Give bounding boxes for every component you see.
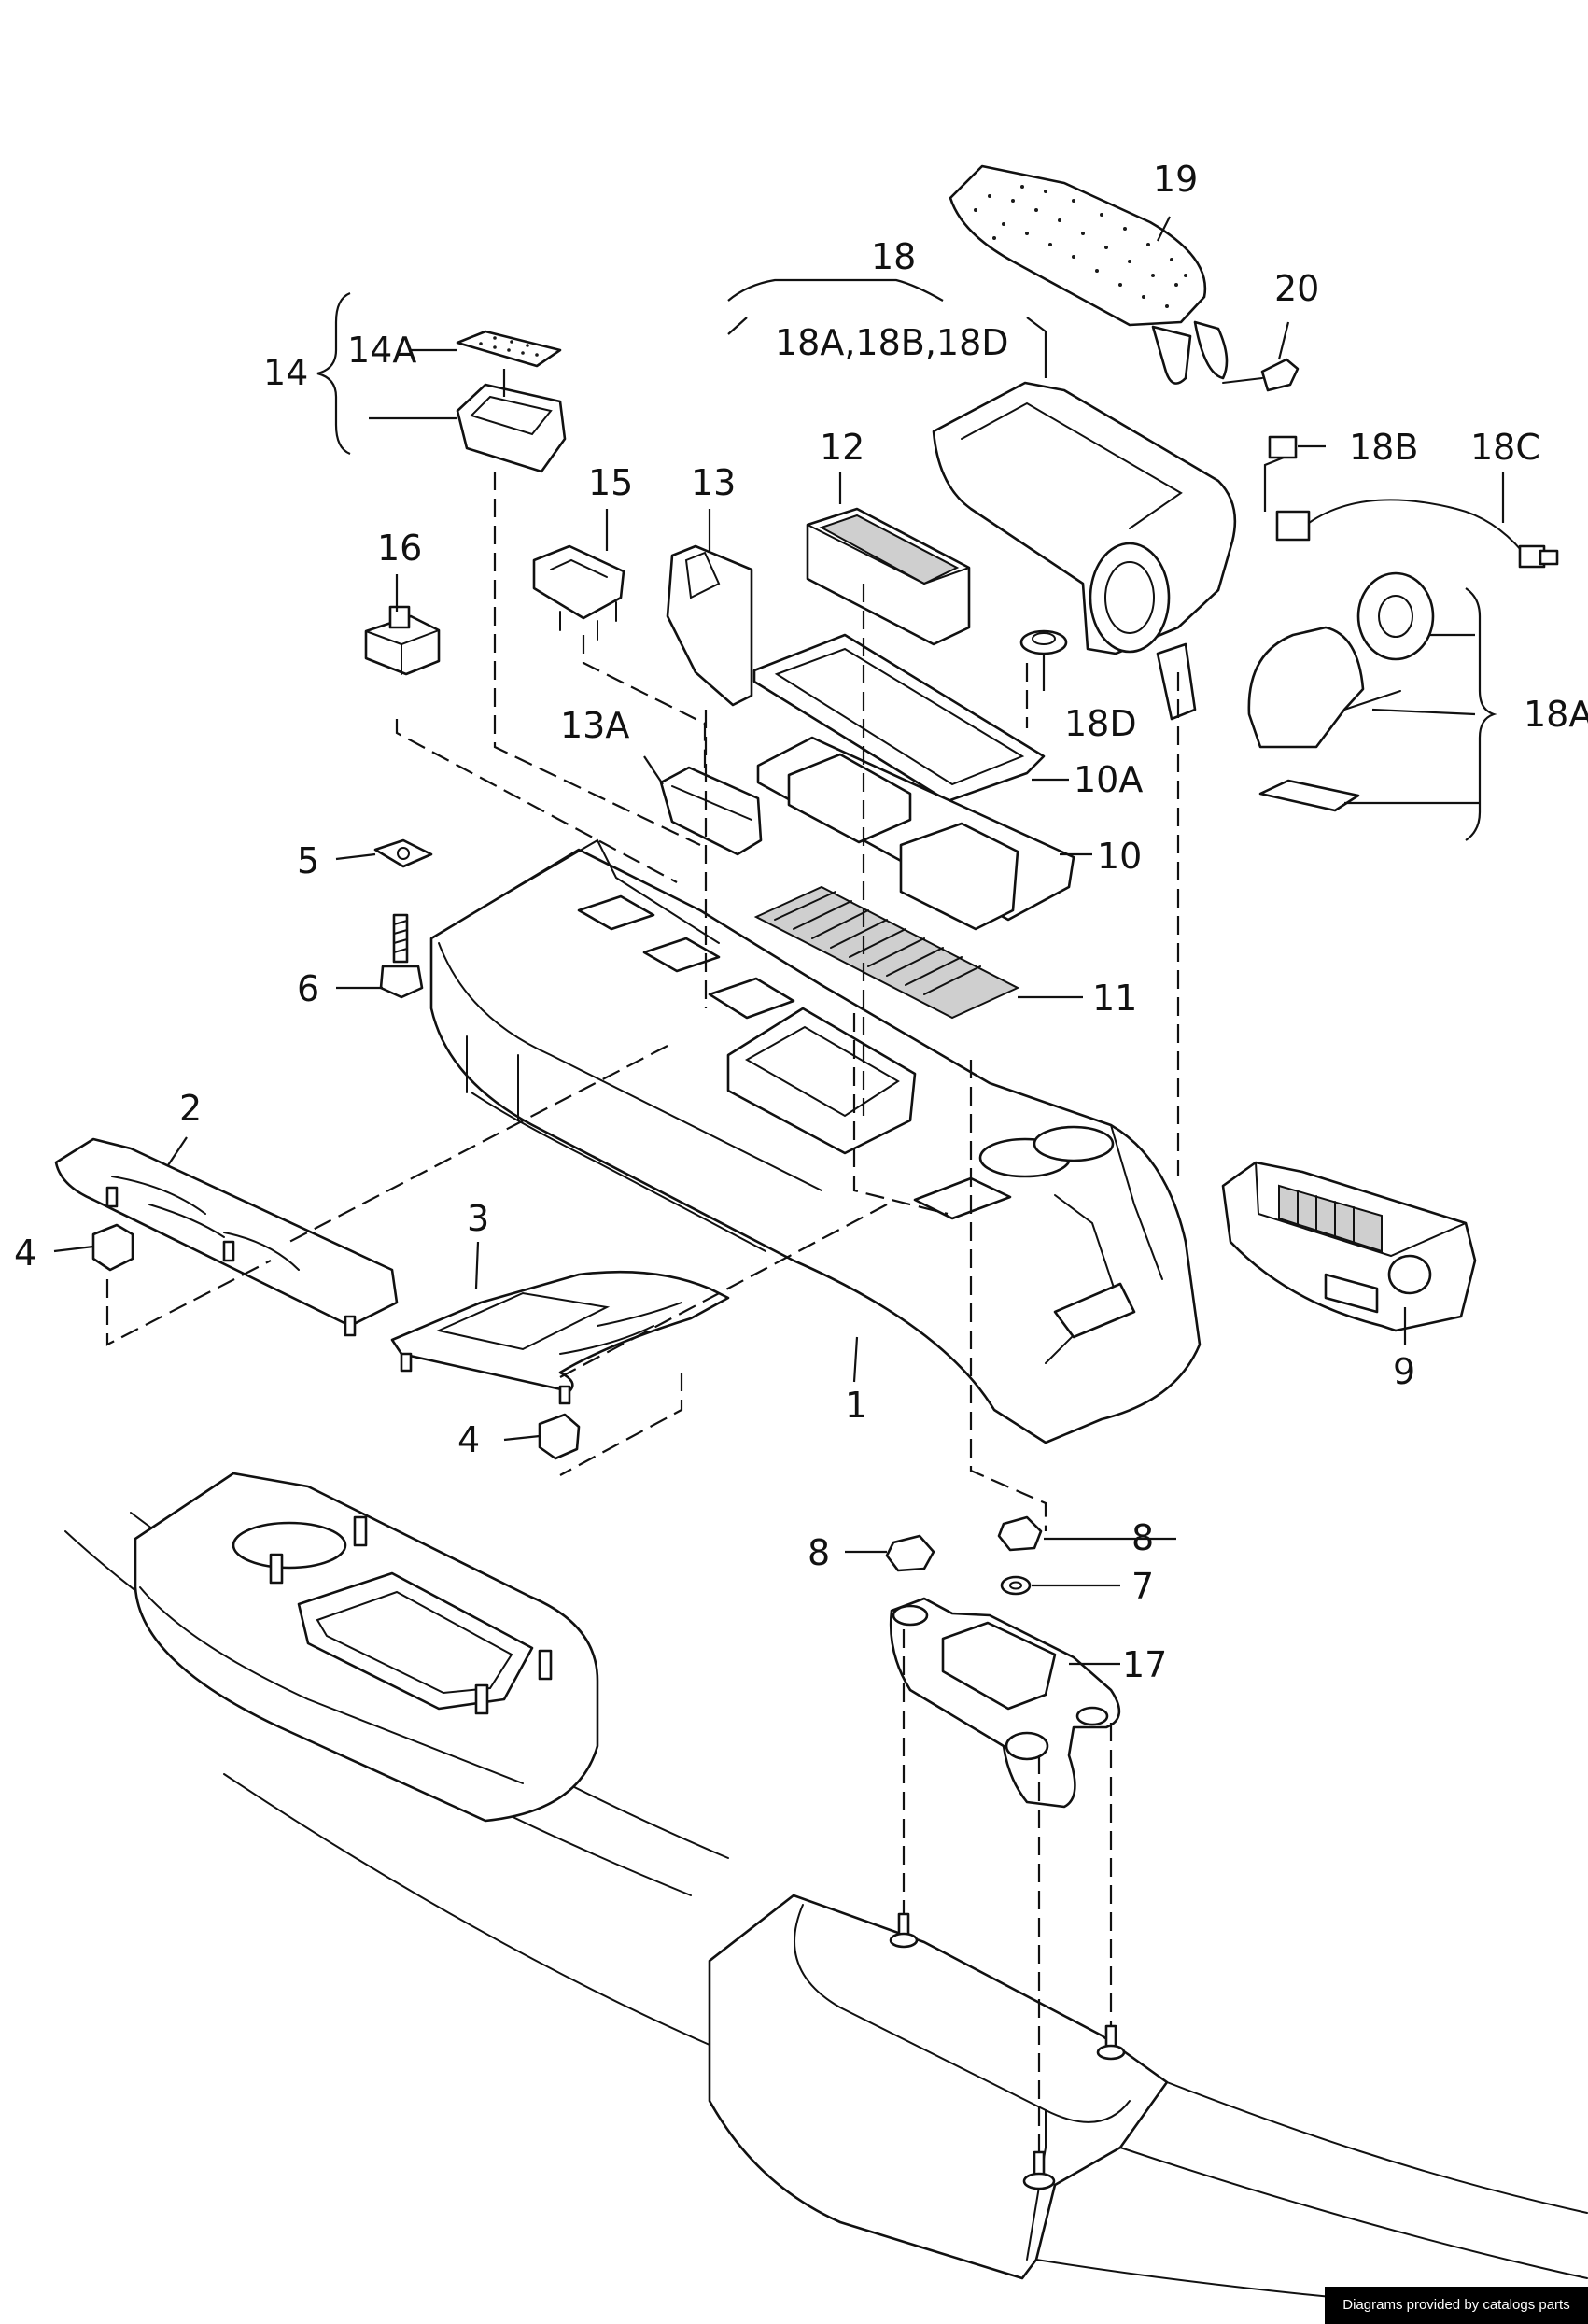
leader-lines (53, 216, 1505, 1666)
storage-tray (806, 507, 971, 646)
air-vent (1221, 1161, 1477, 1332)
connector (1268, 435, 1311, 542)
callout-19: 19 (1153, 159, 1198, 200)
callout-17: 17 (1122, 1644, 1167, 1685)
cup-holder (666, 544, 753, 707)
callout-14a: 14A (347, 330, 416, 371)
armrest-assembly (932, 381, 1237, 721)
push-button (364, 605, 441, 676)
clip-upper (91, 1223, 134, 1272)
ashtray-insert (456, 330, 562, 368)
callout-4-upper: 4 (14, 1232, 36, 1274)
stud-left (889, 1912, 919, 1949)
callout-1: 1 (845, 1385, 867, 1426)
callout-18c: 18C (1470, 427, 1540, 468)
washer (1000, 1575, 1032, 1596)
callout-18a: 18A (1524, 694, 1588, 735)
callout-20: 20 (1274, 268, 1319, 309)
center-console (429, 838, 1202, 1444)
callout-18d: 18D (1064, 703, 1137, 744)
floor-tunnel (64, 1472, 1588, 2317)
trim-frame (752, 633, 1046, 803)
trim-panel (390, 1270, 730, 1405)
cup-holder-lower (659, 766, 763, 856)
switch (532, 544, 625, 641)
callout-7: 7 (1131, 1566, 1154, 1607)
mounting-bracket (889, 1597, 1121, 1809)
callout-9: 9 (1393, 1351, 1415, 1392)
grommet (1019, 629, 1068, 655)
callout-10: 10 (1097, 836, 1142, 877)
callout-15: 15 (588, 462, 633, 503)
callout-3: 3 (467, 1198, 489, 1239)
callout-5: 5 (297, 840, 319, 881)
clip (1222, 358, 1300, 392)
callout-labels: 19 18 18A,18B,18D 20 18B 18C 14 14A 12 1… (14, 159, 1588, 1685)
callout-8-left: 8 (808, 1532, 830, 1573)
callout-18: 18 (871, 236, 916, 277)
assembly-lines (105, 472, 1180, 2152)
wiring-harness (1308, 499, 1559, 569)
callout-11: 11 (1092, 978, 1137, 1019)
callout-13a: 13A (560, 705, 629, 746)
nut (885, 1515, 1043, 1572)
callout-16: 16 (377, 528, 422, 569)
storage-compartment (756, 736, 1075, 931)
callout-14: 14 (263, 352, 308, 393)
callout-18b: 18B (1349, 427, 1418, 468)
grille-cover (753, 885, 1020, 1020)
callout-6: 6 (297, 968, 319, 1009)
callout-2: 2 (179, 1088, 202, 1129)
callout-12: 12 (820, 427, 864, 468)
nut-plate (373, 838, 433, 868)
callout-4-lower: 4 (457, 1419, 480, 1460)
armrest-bracket (1247, 571, 1435, 812)
bolt (379, 913, 424, 999)
trim-strip (54, 1137, 399, 1337)
clip-lower (538, 1413, 581, 1460)
diagram-credit: Diagrams provided by catalogs parts (1325, 2287, 1588, 2324)
callout-8-right: 8 (1131, 1517, 1154, 1558)
callout-18-subitems: 18A,18B,18D (775, 322, 1009, 363)
armrest-lid (949, 164, 1229, 385)
ashtray-housing (456, 383, 567, 473)
callout-13: 13 (691, 462, 736, 503)
callout-10a: 10A (1074, 759, 1143, 800)
